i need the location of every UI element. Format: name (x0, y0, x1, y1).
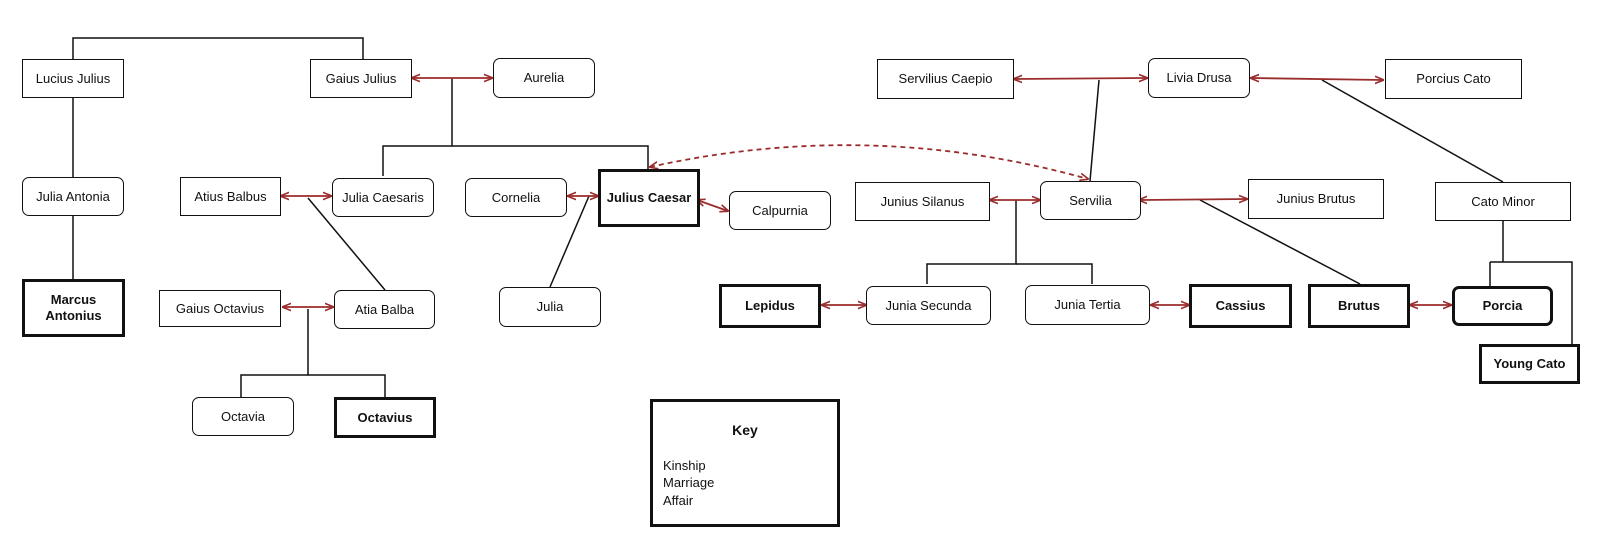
kinship-livia-cato-to-cato-minor (1321, 79, 1504, 183)
kinship-silanus-servilia-children (926, 200, 1017, 284)
marriage-caesar-calpurnia (697, 200, 728, 211)
kinship-servilia-brutus-to-brutus (1199, 199, 1361, 285)
kinship-gaius-octavius-children (240, 309, 309, 397)
legend-marriage-label: Marriage (663, 475, 715, 490)
node-junia-secunda: Junia Secunda (866, 286, 991, 325)
affair-caesar-servilia (650, 144, 1088, 179)
kinship-to-junia-tertia (1016, 263, 1093, 284)
node-marcus-antonius: Marcus Antonius (22, 279, 125, 337)
node-lucius-julius: Lucius Julius (22, 59, 124, 98)
kinship-gaius-aurelia-to-caesar (452, 145, 649, 169)
node-porcius-cato: Porcius Cato (1385, 59, 1522, 99)
node-servilia: Servilia (1040, 181, 1141, 220)
node-livia-drusa: Livia Drusa (1148, 58, 1250, 98)
node-gaius-octavius: Gaius Octavius (159, 290, 281, 327)
node-atia-balba: Atia Balba (334, 290, 435, 329)
node-young-cato: Young Cato (1479, 344, 1580, 384)
node-calpurnia: Calpurnia (729, 191, 831, 230)
node-cassius: Cassius (1189, 284, 1292, 328)
node-octavius: Octavius (334, 397, 436, 438)
kinship-caepio-livia-to-servilia (1089, 79, 1100, 182)
node-julia-caesaris: Julia Caesaris (332, 178, 434, 217)
node-gaius-julius: Gaius Julius (310, 59, 412, 98)
node-aurelia: Aurelia (493, 58, 595, 98)
node-cornelia: Cornelia (465, 178, 567, 217)
node-julius-caesar: Julius Caesar (598, 169, 700, 227)
kinship-to-octavius (308, 374, 386, 397)
node-junia-tertia: Junia Tertia (1025, 285, 1150, 325)
marriage-caepio-livia (1014, 78, 1147, 79)
legend-box: Key Kinship Marriage Affair (650, 399, 840, 527)
marriage-livia-porcius (1251, 78, 1383, 80)
node-junius-brutus: Junius Brutus (1248, 179, 1384, 219)
node-octavia: Octavia (192, 397, 294, 436)
marriage-servilia-junius-brutus (1139, 199, 1247, 200)
node-brutus: Brutus (1308, 284, 1410, 328)
node-porcia: Porcia (1452, 286, 1553, 326)
node-lepidus: Lepidus (719, 284, 821, 328)
node-cato-minor: Cato Minor (1435, 182, 1571, 221)
legend-affair-label: Affair (663, 493, 694, 508)
legend-kinship-label: Kinship (663, 458, 706, 473)
node-julia-antonia: Julia Antonia (22, 177, 124, 216)
node-servilius-caepio: Servilius Caepio (877, 59, 1014, 99)
node-junius-silanus: Junius Silanus (855, 182, 990, 221)
node-atius-balbus: Atius Balbus (180, 177, 281, 216)
legend-title: Key (732, 422, 758, 438)
kinship-cato-minor-to-young-cato (1490, 261, 1573, 344)
kinship-cornelia-caesar-to-julia (549, 195, 590, 288)
kinship-lucius-gaius-siblings (72, 37, 364, 59)
kinship-atius-julia-to-atia (307, 197, 386, 291)
node-julia: Julia (499, 287, 601, 327)
kinship-gaius-aurelia-children (382, 78, 453, 176)
